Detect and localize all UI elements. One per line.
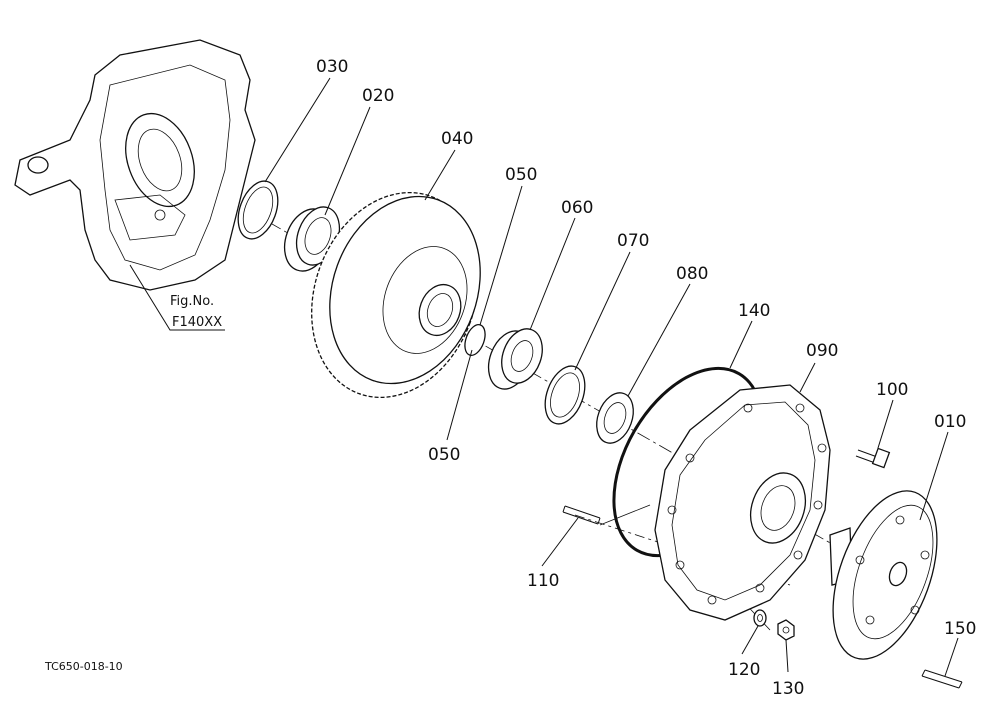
part-110-stud	[562, 505, 601, 525]
part-010-axle-flange	[829, 490, 938, 660]
callout-070: 070	[617, 231, 649, 251]
part-150-stud-bolt	[921, 669, 963, 689]
figure-ref-label: Fig.No.	[170, 294, 214, 309]
callout-020: 020	[362, 86, 394, 106]
callout-010: 010	[934, 412, 966, 432]
axle-housing	[14, 39, 256, 291]
drawing-code: TC650-018-10	[44, 660, 123, 673]
part-120-washer	[753, 609, 767, 627]
callout-110: 110	[527, 571, 559, 591]
callout-090: 090	[806, 341, 838, 361]
figure-ref-number: F140XX	[172, 315, 222, 330]
callout-150: 150	[944, 619, 976, 639]
part-090-cover	[654, 384, 831, 621]
part-060-bearing	[487, 328, 543, 390]
callout-050-bottom: 050	[428, 445, 460, 465]
part-030-o-ring	[237, 180, 279, 240]
callout-050-top: 050	[505, 165, 537, 185]
callout-100: 100	[876, 380, 908, 400]
part-070-ring	[544, 365, 586, 425]
callout-labels: 030 020 040 050 060 070 080 140 090 100 …	[316, 57, 976, 699]
part-130-nut	[777, 619, 795, 641]
callout-140: 140	[738, 301, 770, 321]
leader-lines	[129, 77, 959, 677]
callout-130: 130	[772, 679, 804, 699]
figure-reference: Fig.No. F140XX	[170, 294, 222, 330]
callout-060: 060	[561, 198, 593, 218]
part-040-gear	[311, 191, 481, 399]
part-080-seal	[596, 392, 634, 444]
callout-080: 080	[676, 264, 708, 284]
part-100-bolt	[855, 447, 891, 469]
callout-030: 030	[316, 57, 348, 77]
callout-120: 120	[728, 660, 760, 680]
callout-040: 040	[441, 129, 473, 149]
